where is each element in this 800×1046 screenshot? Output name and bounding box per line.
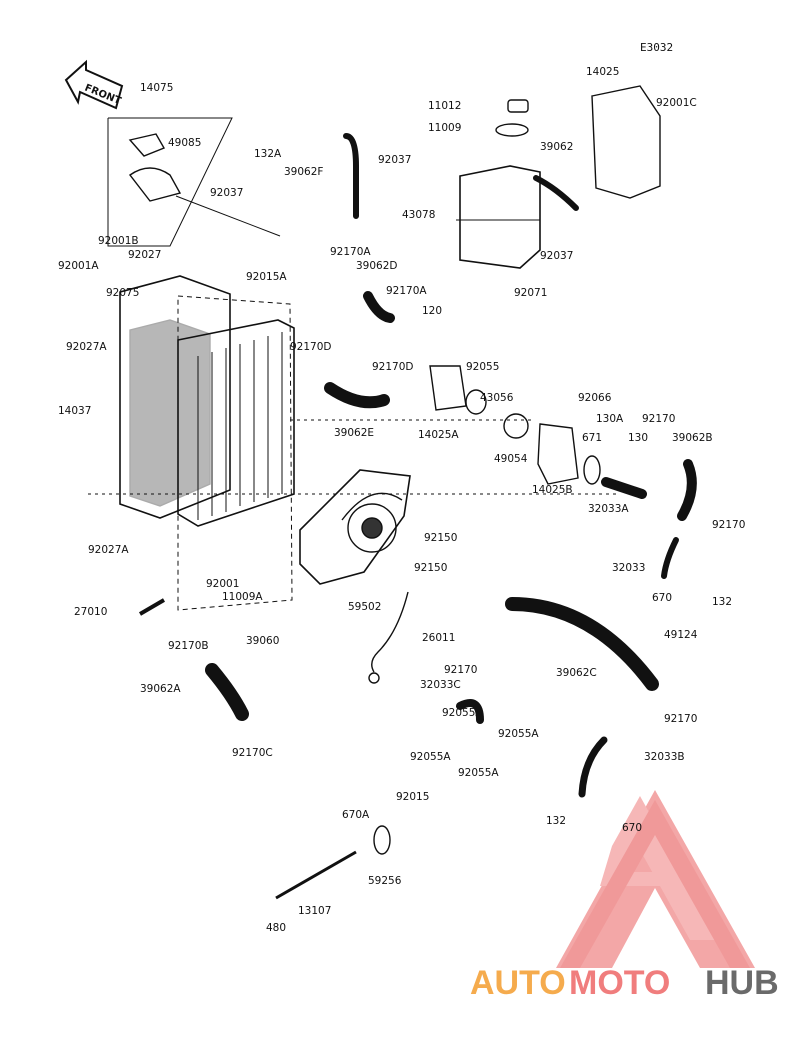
part-label-92037: 92037: [378, 154, 411, 166]
wordmark-auto: AUTO: [470, 964, 566, 1002]
part-label-49124: 49124: [664, 629, 698, 641]
part-label-92170a: 92170A: [330, 246, 371, 258]
part-label-670: 670: [622, 822, 642, 834]
part-label-11009: 11009: [428, 122, 461, 134]
part-label-92001c: 92001C: [656, 97, 697, 109]
part-label-92015: 92015: [396, 791, 429, 803]
part-label-92170b: 92170B: [168, 640, 209, 652]
part-label-43078: 43078: [402, 209, 435, 221]
part-label-14025: 14025: [586, 66, 619, 78]
part-label-132: 132: [546, 815, 566, 827]
part-label-132a: 132A: [254, 148, 282, 160]
part-label-92001: 92001: [206, 578, 239, 590]
part-label-92170c: 92170C: [232, 747, 273, 759]
part-label-14075: 14075: [140, 82, 173, 94]
part-label-14025a: 14025A: [418, 429, 459, 441]
part-label-92027: 92027: [128, 249, 161, 261]
automotohub-logo: [556, 790, 755, 968]
part-label-92075: 92075: [106, 287, 139, 299]
part-label-92170a: 92170A: [386, 285, 427, 297]
part-label-92150: 92150: [424, 532, 457, 544]
part-label-14037: 14037: [58, 405, 91, 417]
part-label-92170: 92170: [712, 519, 745, 531]
part-label-92055a: 92055A: [498, 728, 539, 740]
part-label-92037: 92037: [540, 250, 573, 262]
part-label-92055a: 92055A: [442, 707, 483, 719]
wordmark-moto: MOTO: [569, 964, 670, 1002]
part-label-92071: 92071: [514, 287, 547, 299]
part-label-92066: 92066: [578, 392, 612, 404]
part-label-49054: 49054: [494, 453, 528, 465]
part-label-59256: 59256: [368, 875, 402, 887]
part-label-59502: 59502: [348, 601, 381, 613]
part-label-92170: 92170: [444, 664, 477, 676]
part-label-49085: 49085: [168, 137, 201, 149]
part-label-92015a: 92015A: [246, 271, 287, 283]
part-label-92055a: 92055A: [410, 751, 451, 763]
part-label-39060: 39060: [246, 635, 279, 647]
front-arrow: FRONT: [64, 59, 124, 110]
part-label-39062a: 39062A: [140, 683, 181, 695]
part-label-671: 671: [582, 432, 602, 444]
part-label-480: 480: [266, 922, 286, 934]
part-label-130: 130: [628, 432, 648, 444]
part-label-13107: 13107: [298, 905, 331, 917]
diagram-code: E3032: [640, 41, 673, 54]
part-label-92001a: 92001A: [58, 260, 99, 272]
part-labels: 14075 49085 132A 92037 92001B 92027 92001A 9201…: [58, 66, 745, 934]
part-label-92037: 92037: [210, 187, 243, 199]
part-label-43056: 43056: [480, 392, 514, 404]
part-label-39062e: 39062E: [334, 427, 374, 439]
part-label-11012: 11012: [428, 100, 461, 112]
part-label-120: 120: [422, 305, 442, 317]
part-label-14025b: 14025B: [532, 484, 573, 496]
part-label-92027a: 92027A: [88, 544, 129, 556]
part-label-32033: 32033: [612, 562, 645, 574]
part-label-32033c: 32033C: [420, 679, 461, 691]
part-label-670: 670: [652, 592, 672, 604]
part-label-92170d: 92170D: [290, 341, 332, 353]
part-label-92170: 92170: [664, 713, 697, 725]
part-label-39062c: 39062C: [556, 667, 597, 679]
part-label-670a: 670A: [342, 809, 370, 821]
part-label-130a: 130A: [596, 413, 624, 425]
part-label-39062: 39062: [540, 141, 573, 153]
part-label-32033a: 32033A: [588, 503, 629, 515]
part-label-11009a: 11009A: [222, 591, 263, 603]
part-label-26011: 26011: [422, 632, 455, 644]
part-label-39062f: 39062F: [284, 166, 323, 178]
part-label-92055a: 92055A: [458, 767, 499, 779]
part-label-132: 132: [712, 596, 732, 608]
part-label-27010: 27010: [74, 606, 107, 618]
part-label-92055: 92055: [466, 361, 499, 373]
part-label-92027a: 92027A: [66, 341, 107, 353]
part-label-92170d: 92170D: [372, 361, 414, 373]
wordmark-hub: HUB: [705, 964, 779, 1002]
part-label-39062b: 39062B: [672, 432, 713, 444]
part-label-92150: 92150: [414, 562, 447, 574]
part-label-39062d: 39062D: [356, 260, 398, 272]
automotohub-wordmark: AUTO MOTO HUB: [470, 964, 779, 1002]
part-label-32033b: 32033B: [644, 751, 685, 763]
part-label-92170: 92170: [642, 413, 675, 425]
part-label-92001b: 92001B: [98, 235, 139, 247]
line-art: [88, 85, 697, 900]
